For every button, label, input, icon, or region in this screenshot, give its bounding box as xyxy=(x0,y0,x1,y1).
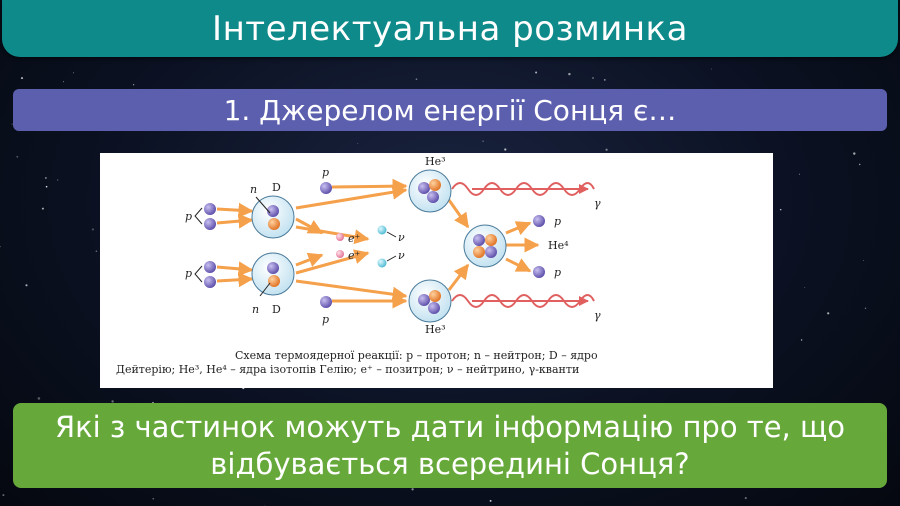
label-p-out-bottom: p xyxy=(554,266,561,279)
label-p-bottom: p xyxy=(322,313,329,326)
star xyxy=(858,163,861,166)
fusion-diagram: p p n D n D p p e⁺ e⁺ ν ν He³ He³ He⁴ p … xyxy=(100,153,773,388)
star xyxy=(11,123,13,125)
label-gamma-bottom: γ xyxy=(594,309,601,322)
caption-line-2: Дейтерію; He³, He⁴ – ядра ізотопів Гелію… xyxy=(116,363,579,376)
star xyxy=(804,287,806,289)
helium4-nucleus xyxy=(463,224,507,268)
fusion-diagram-svg: p p n D n D p p e⁺ e⁺ ν ν He³ He³ He⁴ p … xyxy=(116,155,601,376)
prompt-box: Які з частинок можуть дати інформацію пр… xyxy=(13,403,887,488)
prompt-text: Які з частинок можуть дати інформацію пр… xyxy=(54,409,846,481)
star xyxy=(504,148,507,151)
proton-out-top xyxy=(533,215,545,227)
label-e-bottom: e⁺ xyxy=(348,249,361,262)
star xyxy=(357,143,359,145)
helium3-nucleus-bottom xyxy=(408,279,452,323)
label-nu-top: ν xyxy=(398,231,405,244)
label-he3-bottom: He³ xyxy=(425,323,446,336)
star xyxy=(45,177,47,179)
positron-top xyxy=(336,233,344,241)
star xyxy=(853,152,856,155)
label-p2: p xyxy=(185,267,192,280)
star xyxy=(415,78,418,81)
reaction-arrows xyxy=(216,178,540,309)
label-gamma-top: γ xyxy=(594,197,601,210)
label-he4: He⁴ xyxy=(548,239,569,252)
slide-title: Інтелектуальна розминка xyxy=(212,8,688,49)
incoming-protons xyxy=(194,203,216,288)
caption-line-1: Схема термоядерної реакції: p – протон; … xyxy=(235,349,598,362)
star xyxy=(744,497,747,500)
star xyxy=(57,179,59,181)
star xyxy=(779,208,782,211)
label-D-bottom: D xyxy=(272,303,281,316)
star xyxy=(95,250,98,252)
star xyxy=(63,81,64,83)
question-text: 1. Джерелом енергії Сонця є… xyxy=(223,93,677,127)
label-nu-bottom: ν xyxy=(398,249,405,262)
star xyxy=(72,72,75,74)
star xyxy=(798,173,801,175)
neutrino-bottom xyxy=(377,258,387,268)
star xyxy=(864,307,867,309)
star xyxy=(710,68,713,70)
star xyxy=(535,71,538,74)
star xyxy=(863,259,864,261)
label-n-bottom: n xyxy=(252,303,259,316)
star xyxy=(25,284,28,287)
title-bar: Інтелектуальна розминка xyxy=(2,0,898,57)
helium3-nucleus-top xyxy=(408,169,452,213)
label-D-top: D xyxy=(272,181,281,194)
label-e-top: e⁺ xyxy=(348,232,361,245)
star xyxy=(489,499,492,502)
label-he3-top: He³ xyxy=(425,155,446,168)
proton-top xyxy=(320,182,332,194)
star xyxy=(591,76,595,80)
star xyxy=(800,339,803,341)
label-p-top: p xyxy=(322,166,329,179)
star xyxy=(605,148,608,151)
proton-out-bottom xyxy=(533,266,545,278)
star xyxy=(41,207,44,210)
star xyxy=(16,155,19,158)
star xyxy=(132,84,135,86)
question-bar: 1. Джерелом енергії Сонця є… xyxy=(13,89,887,131)
proton-bottom xyxy=(320,296,332,308)
gamma-wave-bottom xyxy=(451,294,595,308)
star xyxy=(0,245,1,248)
star xyxy=(482,140,484,142)
label-p1: p xyxy=(185,210,192,223)
positron-bottom xyxy=(336,250,344,258)
star xyxy=(603,79,606,81)
gamma-wave-top xyxy=(451,182,595,196)
star xyxy=(37,397,41,400)
deuterium-nucleus-top xyxy=(251,195,295,239)
star xyxy=(91,228,94,231)
star xyxy=(20,77,24,80)
star xyxy=(152,497,155,500)
star xyxy=(568,72,571,76)
star xyxy=(827,312,830,315)
star xyxy=(2,494,5,497)
star xyxy=(45,185,48,188)
deuterium-nucleus-bottom xyxy=(251,252,295,297)
label-p-out-top: p xyxy=(554,215,561,228)
star xyxy=(111,400,114,403)
star xyxy=(411,488,414,491)
neutrino-top xyxy=(377,225,387,235)
label-n-top: n xyxy=(250,183,257,196)
